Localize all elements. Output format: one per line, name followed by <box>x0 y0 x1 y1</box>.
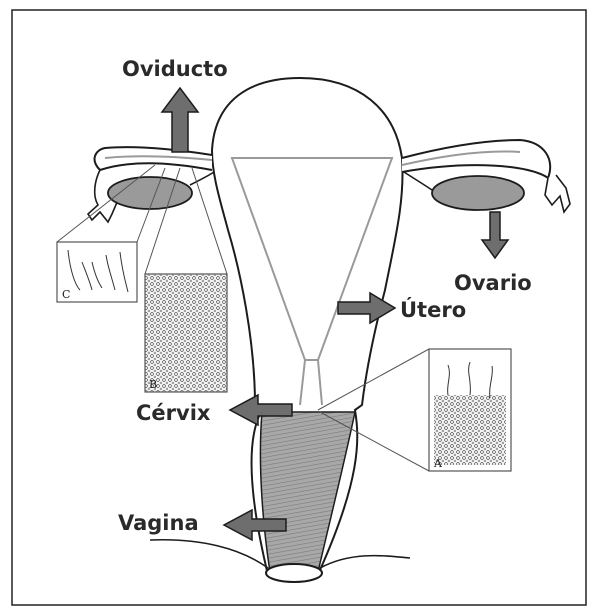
inset-b-frame <box>145 274 227 392</box>
label-utero: Útero <box>400 297 466 322</box>
right-fimbria <box>545 175 570 212</box>
inset-b-letter: B <box>149 378 157 391</box>
label-vagina: Vagina <box>118 511 199 535</box>
vaginal-opening <box>266 564 322 582</box>
inset-c-letter: C <box>62 288 70 301</box>
ovario-arrow <box>482 212 508 258</box>
inset-a-letter: A <box>433 457 443 470</box>
label-ovario: Ovario <box>454 271 532 295</box>
left-ovary <box>108 177 192 209</box>
right-oviduct <box>402 140 550 178</box>
inset-a-texture <box>434 395 506 465</box>
label-oviducto: Oviducto <box>122 57 228 81</box>
label-cervix: Cérvix <box>136 401 211 425</box>
oviducto-arrow <box>162 88 198 152</box>
right-ovary <box>432 176 524 210</box>
right-ovarian-ligament <box>404 172 432 190</box>
